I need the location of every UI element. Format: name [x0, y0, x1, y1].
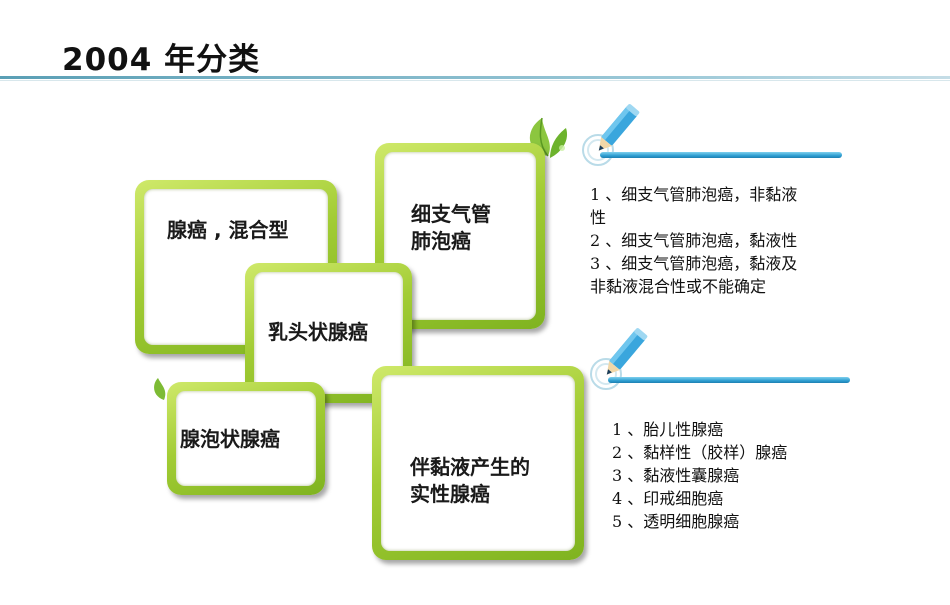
list-item: 1 、胎儿性腺癌 [612, 420, 724, 439]
list-item: 3 、细支气管肺泡癌，黏液及 [590, 254, 798, 273]
leaf-icon [154, 378, 166, 400]
card-label: 腺泡状腺癌 [180, 427, 280, 451]
pencil-line [600, 152, 842, 158]
card-label-line1: 细支气管 [411, 202, 491, 226]
card-label-line1: 伴黏液产生的 [410, 455, 530, 479]
pencil-icon [582, 104, 640, 166]
card-label: 腺癌 , 混合型 [167, 218, 289, 242]
title-divider [0, 76, 950, 79]
list-item: 3 、黏液性囊腺癌 [612, 466, 740, 485]
card-label-line2: 实性腺癌 [410, 482, 490, 506]
card-solid-mucin-adenocarcinoma: 伴黏液产生的 实性腺癌 [372, 366, 584, 560]
bac-subtype-list: 1 、细支气管肺泡癌，非黏液 性 2 、细支气管肺泡癌，黏液性 3 、细支气管肺… [590, 183, 797, 298]
list-item: 4 、印戒细胞癌 [612, 489, 724, 508]
list-item: 非黏液混合性或不能确定 [590, 277, 767, 296]
card-label-line2: 肺泡癌 [411, 229, 471, 253]
list-item: 2 、细支气管肺泡癌，黏液性 [590, 231, 798, 250]
pencil-icon [590, 328, 648, 390]
card-label: 乳头状腺癌 [268, 320, 368, 344]
variant-list: 1 、胎儿性腺癌 2 、黏样性（胶样）腺癌 3 、黏液性囊腺癌 4 、印戒细胞癌… [612, 418, 787, 533]
list-item: 2 、黏样性（胶样）腺癌 [612, 443, 788, 462]
title-divider-shadow [0, 80, 950, 81]
page-title: 2004 年分类 [62, 42, 261, 78]
pencil-line [608, 377, 850, 383]
list-item: 5 、透明细胞腺癌 [612, 512, 740, 531]
card-acinar-adenocarcinoma: 腺泡状腺癌 [167, 382, 325, 495]
list-item: 性 [590, 208, 607, 227]
list-item: 1 、细支气管肺泡癌，非黏液 [590, 185, 798, 204]
